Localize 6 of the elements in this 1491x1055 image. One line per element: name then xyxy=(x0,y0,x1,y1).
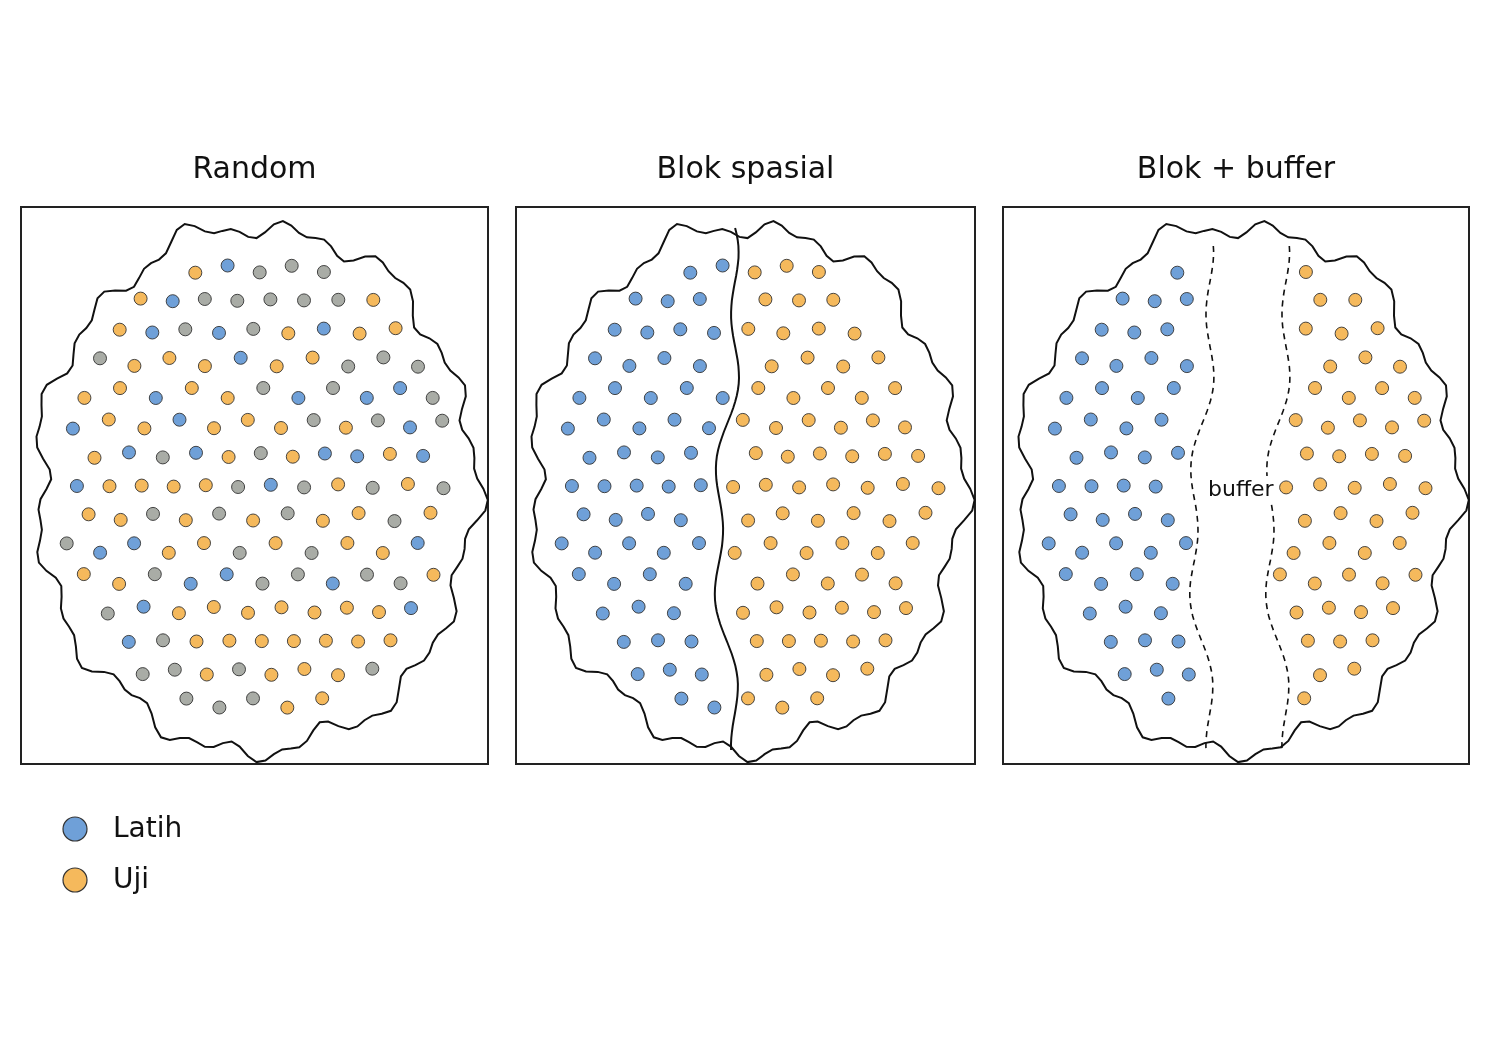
panel-title: Blok + buffer xyxy=(1135,150,1337,185)
legend-label: Uji xyxy=(113,862,150,895)
zone-label: buffer xyxy=(1208,476,1274,501)
panel-title: Random xyxy=(191,150,318,185)
panel-title: Blok spasial xyxy=(655,150,836,185)
legend-label: Latih xyxy=(113,811,183,844)
